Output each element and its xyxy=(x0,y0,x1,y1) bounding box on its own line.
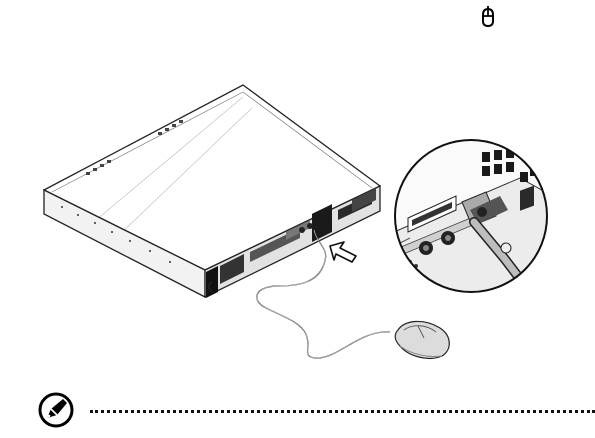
server-chassis xyxy=(44,85,380,298)
mouse xyxy=(395,321,449,358)
insert-arrow-icon xyxy=(330,242,356,262)
connector-callout xyxy=(394,139,560,300)
note-divider xyxy=(90,410,595,413)
note-row xyxy=(37,391,595,431)
note-pen-icon xyxy=(37,391,75,429)
